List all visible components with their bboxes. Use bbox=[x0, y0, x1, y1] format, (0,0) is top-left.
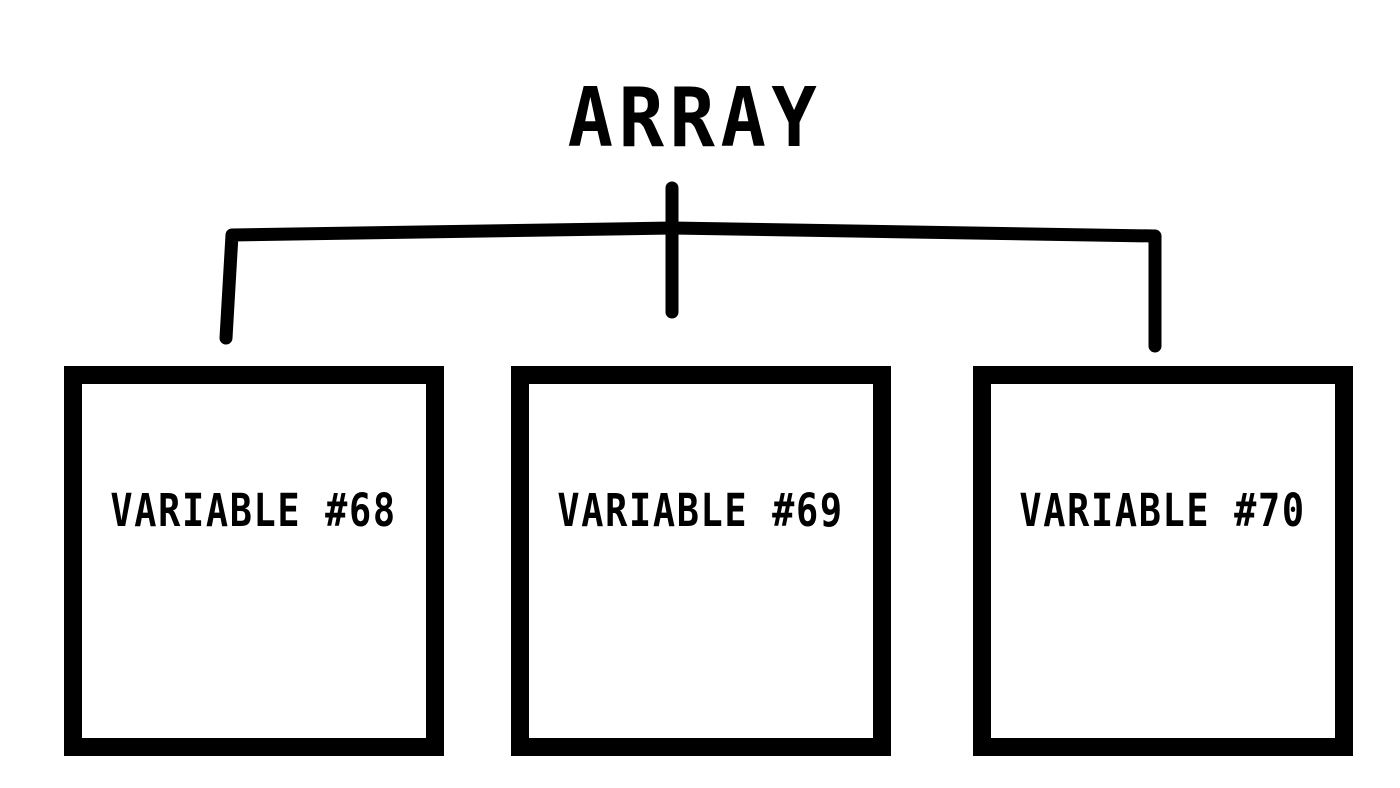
bracket-bar bbox=[219, 221, 1162, 353]
element-label: VARIABLE #70 bbox=[1019, 484, 1307, 537]
array-element-box: VARIABLE #68 bbox=[64, 366, 444, 756]
diagram-title: ARRAY bbox=[567, 71, 823, 166]
array-element-box: VARIABLE #69 bbox=[511, 366, 891, 756]
element-label: VARIABLE #68 bbox=[110, 484, 398, 537]
array-element-box: VARIABLE #70 bbox=[973, 366, 1353, 756]
element-label: VARIABLE #69 bbox=[557, 484, 845, 537]
